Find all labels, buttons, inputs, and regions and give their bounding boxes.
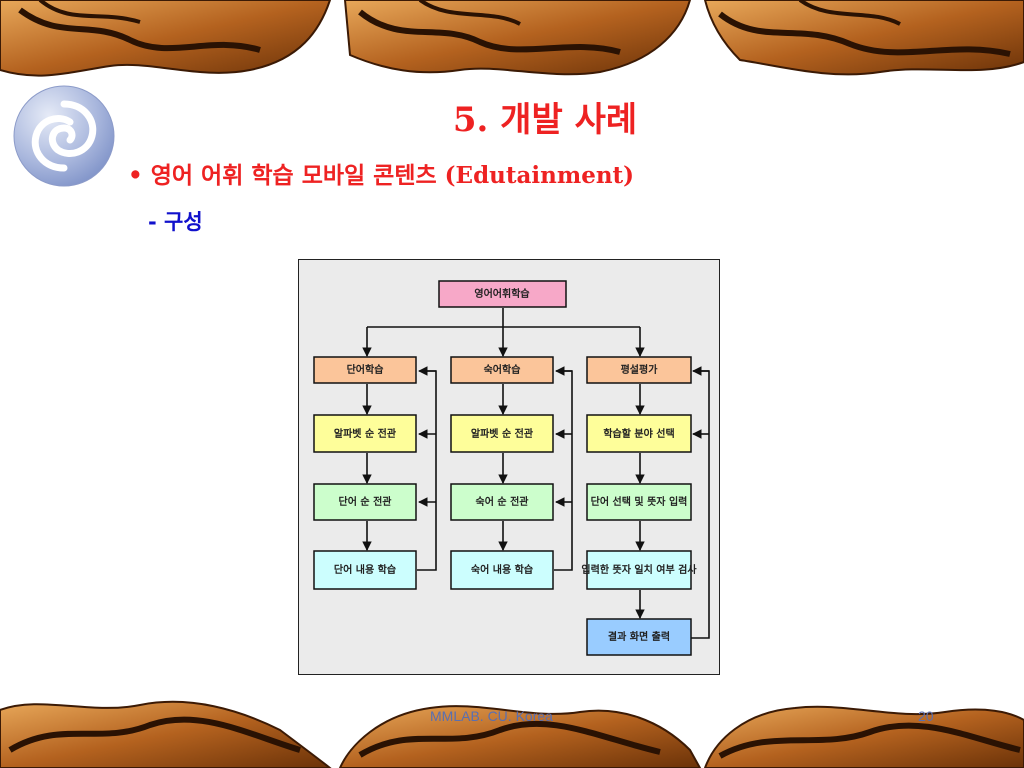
svg-text:학습할 분야 선택: 학습할 분야 선택 bbox=[603, 427, 674, 440]
node-col2-0: 숙어학습 bbox=[450, 356, 554, 384]
connectors bbox=[362, 308, 710, 639]
decorative-bottom-band bbox=[0, 700, 1024, 768]
svg-text:단어 내용 학습: 단어 내용 학습 bbox=[334, 563, 396, 576]
structure-diagram: 영어어휘학습 단어학습 알파벳 순 전관 단어 순 전관 단어 내용 학습 숙어… bbox=[313, 280, 710, 656]
node-col2-3: 숙어 내용 학습 bbox=[450, 550, 554, 590]
sub-bullet: - 구성 bbox=[148, 210, 203, 234]
node-col3-2: 단어 선택 및 뜻자 입력 bbox=[586, 483, 692, 521]
node-col3-0: 평설평가 bbox=[586, 356, 692, 384]
svg-text:영어어휘학습: 영어어휘학습 bbox=[474, 287, 529, 300]
bullet-text: • 영어 어휘 학습 모바일 콘텐츠 (Edutainment) bbox=[128, 162, 635, 189]
svg-text:결과 화면 출력: 결과 화면 출력 bbox=[608, 630, 670, 643]
node-col2-1: 알파벳 순 전관 bbox=[450, 414, 554, 453]
svg-text:숙어 내용 학습: 숙어 내용 학습 bbox=[471, 563, 533, 576]
svg-text:입력한 뜻자 일치 여부 검사: 입력한 뜻자 일치 여부 검사 bbox=[581, 563, 697, 576]
spiral-logo bbox=[13, 85, 115, 187]
node-col1-0: 단어학습 bbox=[313, 356, 417, 384]
node-col1-2: 단어 순 전관 bbox=[313, 483, 417, 521]
svg-text:숙어 순 전관: 숙어 순 전관 bbox=[476, 495, 530, 508]
decorative-top-band bbox=[0, 0, 1024, 77]
node-root: 영어어휘학습 bbox=[438, 280, 567, 308]
svg-text:알파벳 순 전관: 알파벳 순 전관 bbox=[334, 427, 397, 440]
node-col2-2: 숙어 순 전관 bbox=[450, 483, 554, 521]
svg-text:단어 선택 및 뜻자 입력: 단어 선택 및 뜻자 입력 bbox=[591, 495, 688, 508]
node-col3-1: 학습할 분야 선택 bbox=[586, 414, 692, 453]
footer-credit: MMLAB. CU. Korea bbox=[430, 708, 553, 724]
svg-text:알파벳 순 전관: 알파벳 순 전관 bbox=[471, 427, 534, 440]
slide-title: 5. 개발 사례 bbox=[452, 100, 638, 140]
node-col1-3: 단어 내용 학습 bbox=[313, 550, 417, 590]
node-col3-4: 결과 화면 출력 bbox=[586, 618, 692, 656]
svg-text:단어학습: 단어학습 bbox=[347, 363, 384, 376]
diagram-frame: 영어어휘학습 단어학습 알파벳 순 전관 단어 순 전관 단어 내용 학습 숙어… bbox=[298, 259, 720, 675]
svg-text:평설평가: 평설평가 bbox=[621, 363, 659, 376]
node-col3-3: 입력한 뜻자 일치 여부 검사 bbox=[581, 550, 697, 590]
svg-text:단어 순 전관: 단어 순 전관 bbox=[339, 495, 393, 508]
svg-text:숙어학습: 숙어학습 bbox=[484, 363, 521, 376]
node-col1-1: 알파벳 순 전관 bbox=[313, 414, 417, 453]
page-number: 20 bbox=[918, 708, 934, 724]
